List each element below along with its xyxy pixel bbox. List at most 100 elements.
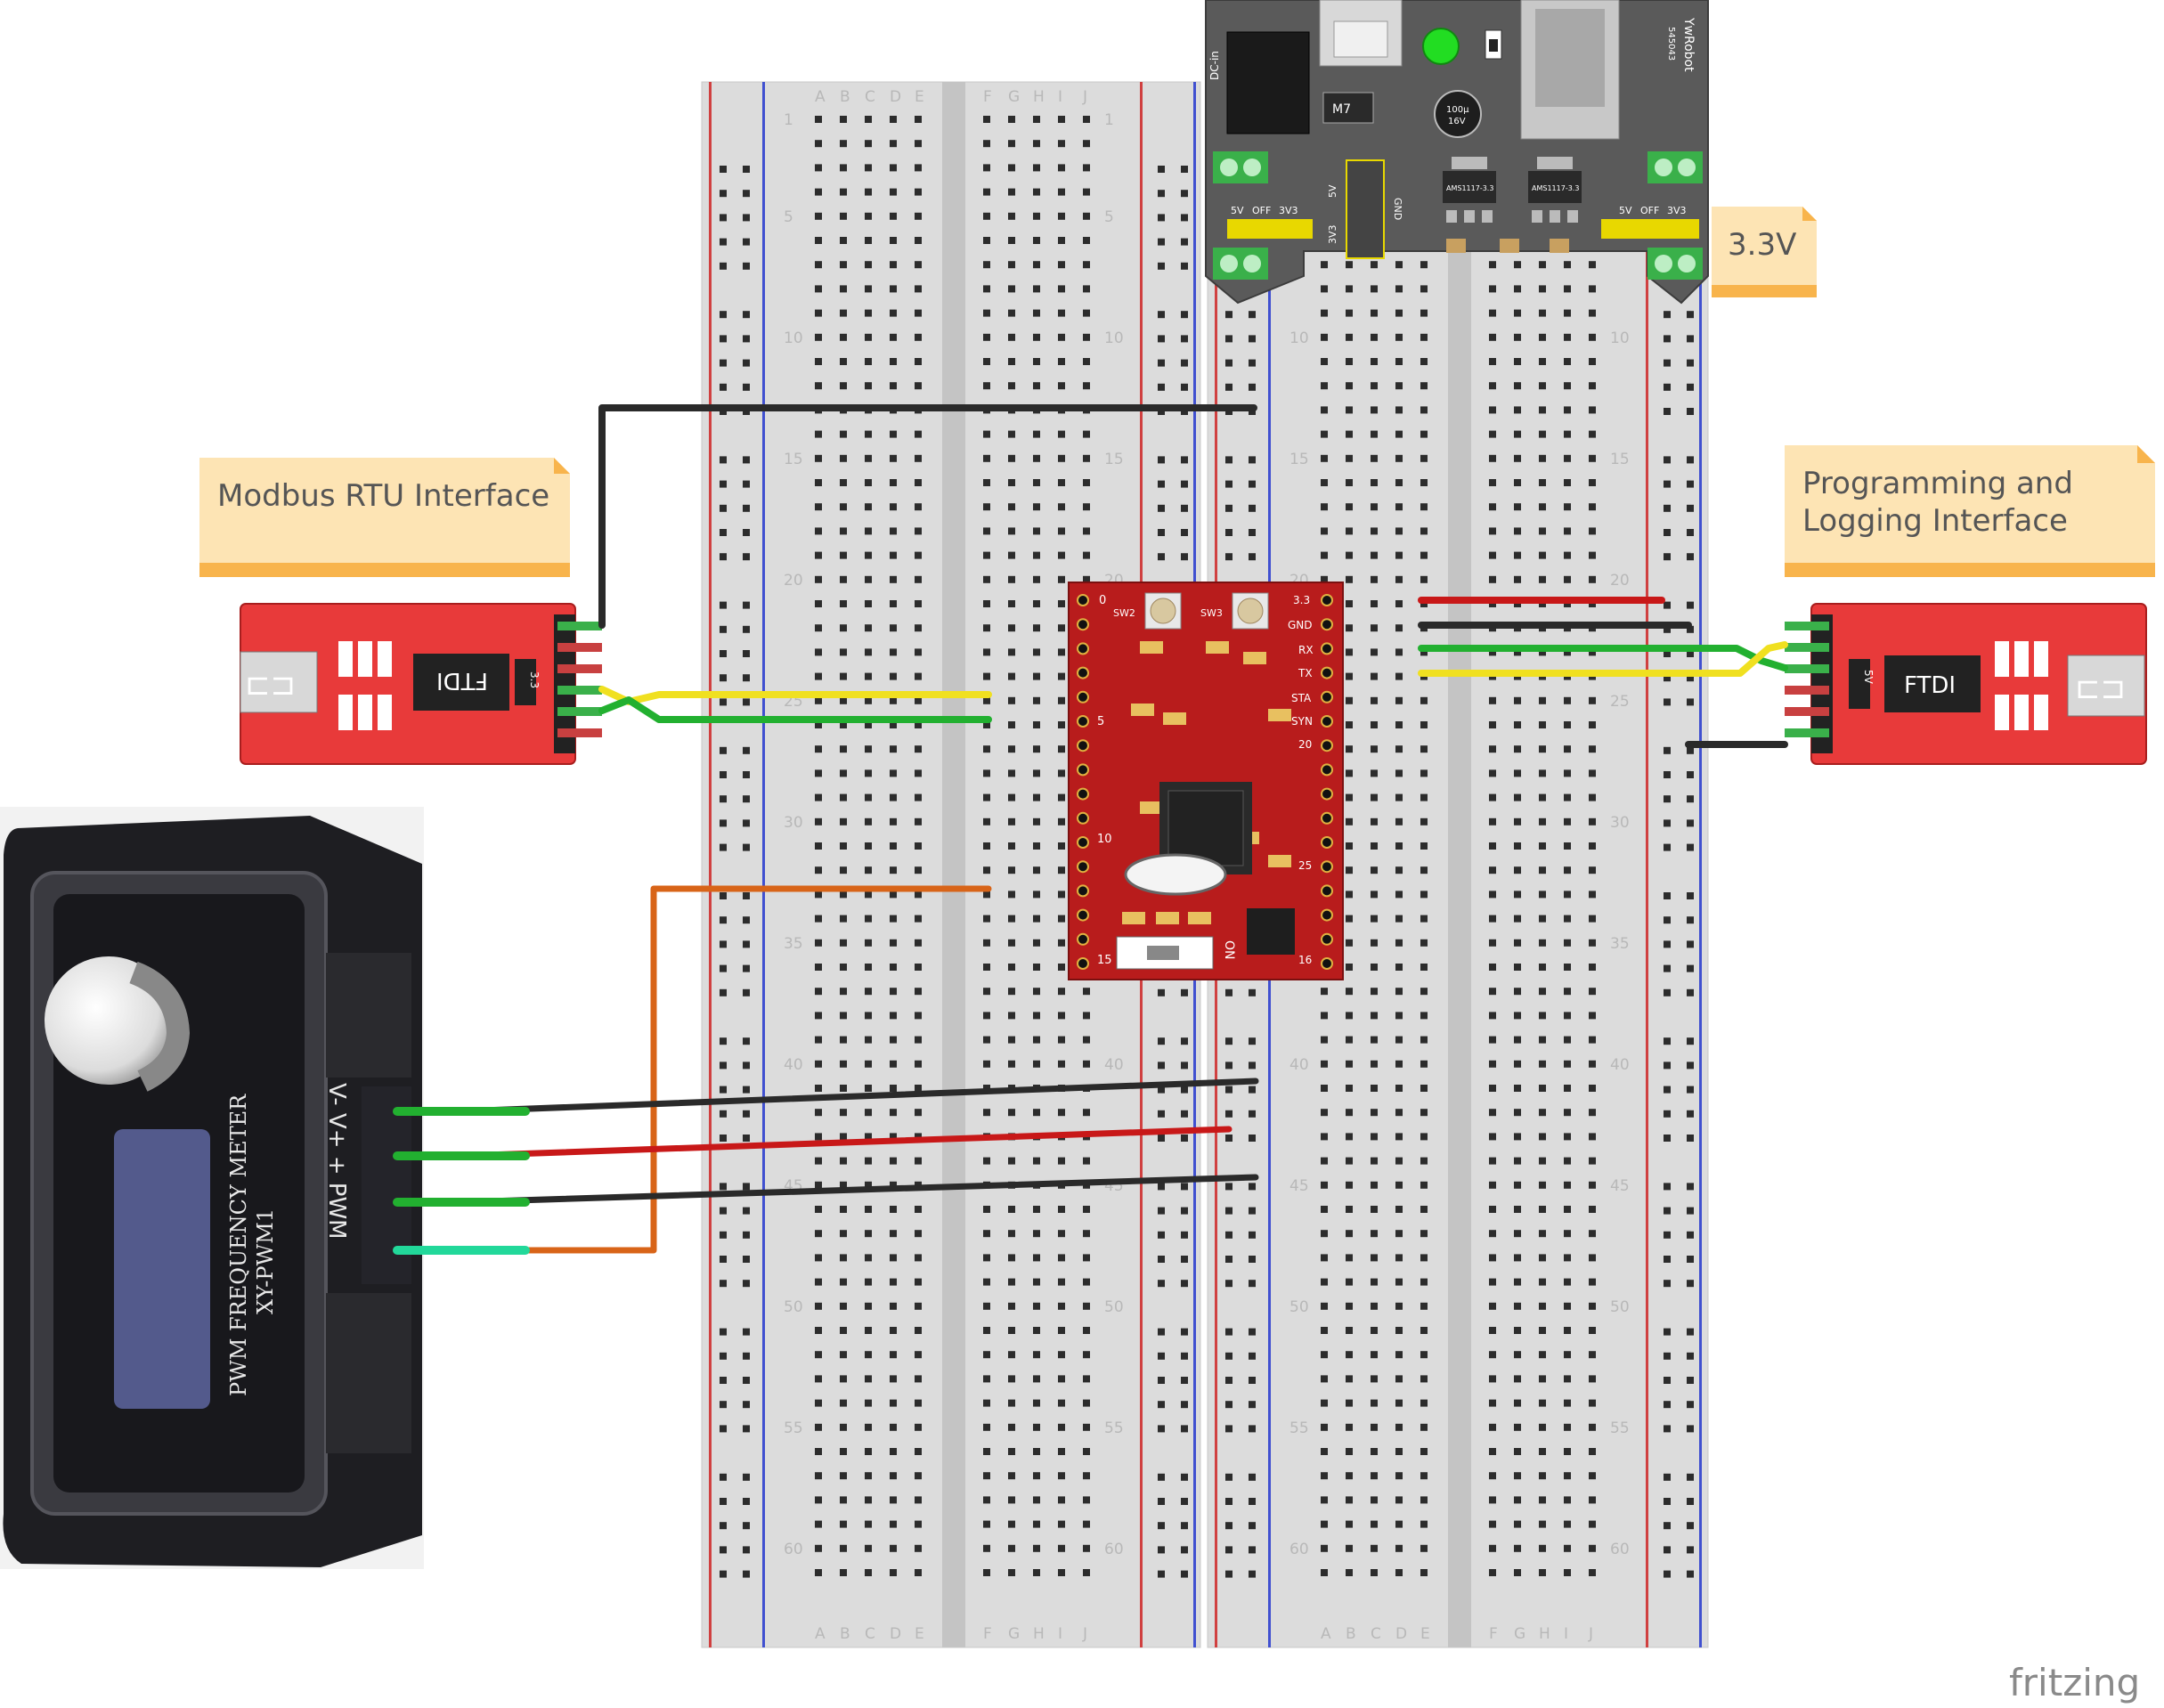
button-sw3[interactable]: SW3: [1200, 592, 1269, 630]
breadboard-hole: [1321, 1133, 1328, 1141]
breadboard-hole: [840, 309, 847, 317]
breadboard-hole: [1420, 551, 1428, 559]
breadboard-hole: [720, 819, 727, 827]
breadboard-hole: [1321, 1060, 1328, 1068]
breadboard-hole: [1395, 261, 1403, 269]
breadboard-hole: [1033, 1327, 1040, 1334]
pin-label-gnd: GND: [1288, 619, 1313, 631]
breadboard-hole: [1489, 648, 1496, 656]
breadboard-hole: [1346, 1036, 1353, 1044]
breadboard-hole: [1589, 406, 1596, 414]
breadboard-hole: [1033, 503, 1040, 511]
breadboard-hole: [720, 1473, 727, 1481]
breadboard-hole: [720, 1061, 727, 1070]
breadboard-hole: [890, 188, 897, 196]
breadboard-hole: [1420, 1278, 1428, 1286]
breadboard-hole: [1249, 1207, 1256, 1215]
breadboard-hole: [720, 335, 727, 343]
breadboard-hole: [1158, 504, 1165, 512]
breadboard-hole: [1687, 1086, 1694, 1094]
breadboard-hole: [1564, 1012, 1571, 1020]
breadboard-hole: [1058, 939, 1065, 947]
mcu-pin: [1321, 618, 1333, 631]
breadboard-hole: [1033, 939, 1040, 947]
wire-modbus-green[interactable]: [598, 696, 992, 723]
switch-sw1[interactable]: ON: [1116, 936, 1236, 970]
smd-component: [1140, 641, 1163, 654]
breadboard-hole: [1158, 1183, 1165, 1191]
col-letter: A: [1321, 1625, 1331, 1643]
breadboard-hole: [1514, 793, 1521, 801]
wire-pwm-orange[interactable]: [452, 885, 992, 1254]
breadboard-hole: [1033, 430, 1040, 438]
breadboard-hole: [1346, 769, 1353, 777]
breadboard-hole: [815, 1181, 822, 1189]
breadboard-hole: [1371, 721, 1378, 728]
breadboard-hole: [743, 625, 750, 633]
wire-prog-yellow[interactable]: [1418, 641, 1788, 677]
breadboard-hole: [1249, 480, 1256, 488]
breadboard-hole: [915, 382, 922, 390]
breadboard-hole: [815, 261, 822, 269]
breadboard-hole: [1687, 819, 1694, 827]
breadboard-hole: [1083, 116, 1090, 123]
breadboard-hole: [1489, 1133, 1496, 1141]
breadboard-hole: [1181, 166, 1188, 173]
row-number: 50: [784, 1298, 803, 1316]
wire-prog-green[interactable]: [1418, 645, 1788, 671]
breadboard-right-letters: A B C D E F G H I J: [1321, 1625, 1593, 1643]
breadboard-hole: [1249, 1328, 1256, 1336]
breadboard-hole: [890, 116, 897, 123]
breadboard-hole: [1371, 866, 1378, 874]
breadboard-hole: [1664, 1110, 1671, 1118]
smd-component: [1163, 712, 1186, 725]
breadboard-hole: [1514, 479, 1521, 486]
breadboard-hole: [865, 1399, 872, 1407]
breadboard-hole: [865, 285, 872, 293]
breadboard-hole: [1664, 1280, 1671, 1288]
breadboard-hole: [915, 915, 922, 923]
breadboard-hole: [1371, 1496, 1378, 1504]
breadboard-hole: [840, 116, 847, 123]
mcu-pin: [1077, 860, 1089, 874]
button-sw2[interactable]: SW2: [1113, 592, 1182, 630]
breadboard-hole: [815, 1036, 822, 1044]
breadboard-hole: [915, 1423, 922, 1431]
breadboard-hole: [1420, 1448, 1428, 1455]
row-number: 40: [1289, 1056, 1309, 1074]
breadboard-hole: [1664, 311, 1671, 319]
breadboard-hole: [1249, 504, 1256, 512]
breadboard-hole: [915, 1133, 922, 1141]
breadboard-hole: [1008, 1423, 1015, 1431]
breadboard-hole: [983, 964, 990, 971]
breadboard-hole: [1181, 1498, 1188, 1505]
breadboard-hole: [1181, 359, 1188, 367]
wire-modbus-yellow[interactable]: [598, 686, 992, 705]
breadboard-hole: [1083, 212, 1090, 220]
breadboard-hole: [1083, 1569, 1090, 1576]
breadboard-hole: [840, 1230, 847, 1238]
jumper-left[interactable]: 5V OFF 3V3: [1227, 205, 1313, 239]
breadboard-hole: [840, 1423, 847, 1431]
breadboard-hole: [1687, 1280, 1694, 1288]
jumper-right[interactable]: 5V OFF 3V3: [1601, 205, 1699, 239]
breadboard-hole: [1008, 479, 1015, 486]
breadboard-hole: [1420, 696, 1428, 704]
breadboard-hole: [1395, 1327, 1403, 1334]
breadboard-hole: [1589, 358, 1596, 365]
side-label-5v: 5V: [1327, 184, 1338, 198]
svg-text:OFF: OFF: [1640, 205, 1659, 216]
breadboard-hole: [1687, 625, 1694, 633]
breadboard-hole: [1664, 1498, 1671, 1505]
wire-modbus-gnd[interactable]: [598, 404, 1257, 629]
breadboard-hole: [983, 164, 990, 172]
breadboard-hole: [1514, 309, 1521, 317]
breadboard-hole: [983, 672, 990, 680]
breadboard-hole: [1687, 311, 1694, 319]
breadboard-hole: [1564, 745, 1571, 753]
breadboard-hole: [1371, 1206, 1378, 1213]
breadboard-hole: [865, 116, 872, 123]
breadboard-hole: [1346, 721, 1353, 728]
row-number: 5: [1104, 208, 1114, 226]
breadboard-hole: [1395, 600, 1403, 607]
